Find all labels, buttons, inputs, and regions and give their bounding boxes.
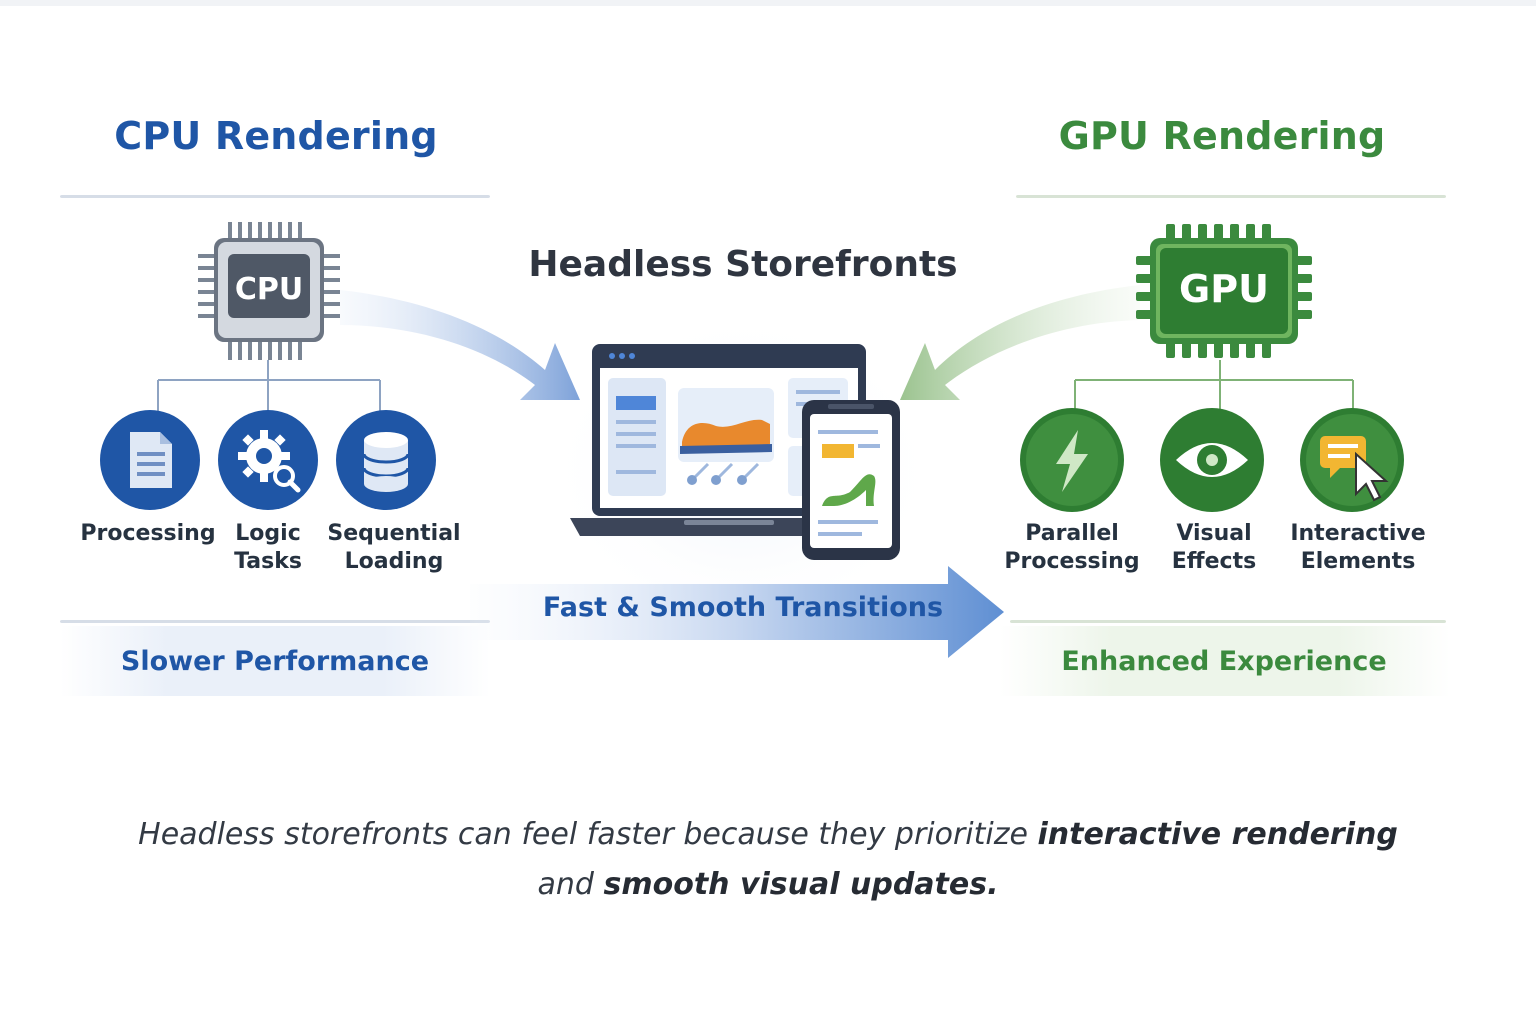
- sequential-label: Sequential: [327, 521, 461, 546]
- cpu-to-storefront-arrow: [340, 290, 580, 400]
- chat-cursor-icon: [1298, 408, 1408, 512]
- gpu-rendering-title: GPU Rendering: [1058, 114, 1386, 158]
- effects-label: Effects: [1171, 549, 1257, 574]
- gpu-connectors: [1074, 360, 1354, 412]
- caption-text-2: and: [537, 867, 604, 902]
- gpu-item-label-2: Visual Effects: [1152, 520, 1276, 576]
- database-icon: [336, 410, 436, 510]
- cpu-title-rule: [60, 195, 490, 198]
- caption-line-2: and smooth visual updates.: [120, 860, 1416, 910]
- gpu-footer-label: Enhanced Experience: [1061, 646, 1387, 677]
- loading-label: Loading: [344, 549, 444, 574]
- transitions-arrow: [470, 566, 1004, 658]
- gear-search-icon: [218, 410, 318, 510]
- cpu-chip-icon: [196, 218, 342, 364]
- storefront-devices-illustration: [566, 340, 906, 562]
- logic-label: Logic: [235, 521, 301, 546]
- transitions-label: Fast & Smooth Transitions: [542, 592, 944, 623]
- elements-label: Elements: [1300, 549, 1416, 574]
- eye-icon: [1158, 408, 1266, 512]
- caption-bold-2: smooth visual updates.: [603, 867, 999, 902]
- lightning-icon: [1018, 408, 1126, 512]
- gpu-chip-label: GPU: [1179, 267, 1269, 311]
- tasks-label: Tasks: [234, 549, 302, 574]
- cpu-item-label-2: Logic Tasks: [208, 520, 328, 576]
- gpu-to-storefront-arrow: [900, 285, 1140, 400]
- cpu-footer-label: Slower Performance: [120, 646, 430, 677]
- document-icon: [100, 410, 200, 510]
- processing-label-gpu: Processing: [1004, 549, 1140, 574]
- interactive-label: Interactive: [1290, 521, 1426, 546]
- gpu-footer-band: [1000, 626, 1450, 696]
- caption-bold-1: interactive rendering: [1037, 817, 1398, 852]
- cpu-chip-label: CPU: [234, 272, 304, 307]
- caption: Headless storefronts can feel faster bec…: [120, 810, 1416, 910]
- caption-text-1: Headless storefronts can feel faster bec…: [138, 817, 1038, 852]
- cpu-connectors: [157, 360, 381, 412]
- gpu-chip-icon: [1136, 222, 1312, 360]
- visual-label: Visual: [1176, 521, 1252, 546]
- cpu-footer-band: [60, 626, 490, 696]
- processing-label: Processing: [80, 521, 216, 546]
- cpu-item-label-1: Processing: [80, 520, 216, 548]
- cpu-item-label-3: Sequential Loading: [326, 520, 462, 576]
- gpu-item-label-1: Parallel Processing: [1002, 520, 1142, 576]
- caption-line-1: Headless storefronts can feel faster bec…: [120, 810, 1416, 860]
- gpu-item-label-3: Interactive Elements: [1286, 520, 1430, 576]
- cpu-rendering-title: CPU Rendering: [114, 114, 438, 158]
- storefront-title: Headless Storefronts: [528, 244, 958, 285]
- gpu-title-rule: [1016, 195, 1446, 198]
- parallel-label: Parallel: [1025, 521, 1119, 546]
